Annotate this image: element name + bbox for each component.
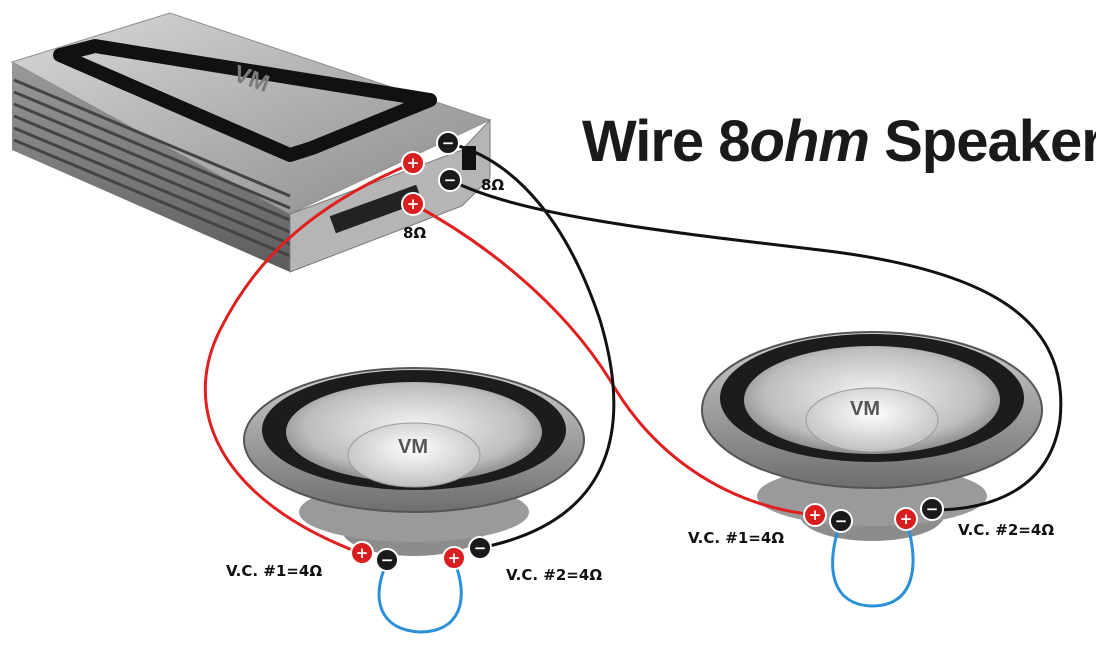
jumper-wire-left-speaker	[377, 558, 463, 634]
negative-wire-amp-to-left-speaker	[446, 141, 616, 550]
right-speaker-vc1-label: V.C. #1=4Ω	[688, 529, 785, 547]
amp-negative-terminal-2: −	[438, 168, 462, 192]
right-speaker-vc1-positive-terminal: +	[803, 503, 827, 527]
right-speaker-vc2-label: V.C. #2=4Ω	[958, 521, 1055, 539]
left-speaker-vc1-label: V.C. #1=4Ω	[226, 562, 323, 580]
speaker-left: VM	[243, 367, 585, 556]
positive-wire-amp-to-left-speaker	[203, 161, 415, 555]
right-speaker-vc2-negative-terminal: −	[920, 497, 944, 521]
svg-text:−: −	[442, 134, 455, 152]
svg-text:−: −	[474, 539, 487, 557]
amp-channel-impedance-left: 8Ω	[403, 224, 427, 242]
title-emphasis: ohm	[749, 109, 870, 174]
title-prefix: Wire 8	[582, 109, 751, 174]
svg-text:+: +	[809, 506, 822, 524]
amplifier-control-strip	[329, 184, 423, 234]
amp-channel-impedance-right: 8Ω	[481, 176, 505, 194]
speaker-right: VM	[701, 331, 1043, 541]
amp-negative-terminal-1: −	[436, 131, 460, 155]
terminals: + − − + + − + − + − + −	[350, 131, 944, 572]
jumper-wire-right-speaker	[831, 518, 915, 608]
title-suffix: Speaker	[868, 109, 1096, 174]
svg-text:−: −	[381, 551, 394, 569]
left-speaker-vc2-positive-terminal: +	[442, 546, 466, 570]
wires	[203, 141, 1063, 634]
speaker-left-logo: VM	[398, 436, 428, 458]
amp-positive-terminal-2: +	[401, 192, 425, 216]
svg-text:−: −	[835, 512, 848, 530]
negative-wire-amp-to-right-speaker	[448, 178, 1063, 512]
left-speaker-vc1-negative-terminal: −	[375, 548, 399, 572]
svg-text:−: −	[926, 500, 939, 518]
left-speaker-vc2-negative-terminal: −	[468, 536, 492, 560]
amplifier: VM	[10, 12, 492, 273]
amp-positive-terminal-1: +	[401, 151, 425, 175]
diagram-title: Wire 8ohm Speaker	[582, 108, 1096, 175]
svg-text:+: +	[448, 549, 461, 567]
svg-text:−: −	[444, 171, 457, 189]
right-speaker-vc2-positive-terminal: +	[894, 507, 918, 531]
speaker-left-dust-cap	[347, 422, 481, 488]
svg-text:+: +	[356, 544, 369, 562]
amplifier-fins	[13, 78, 291, 258]
speaker-right-dust-cap	[805, 387, 939, 453]
svg-text:+: +	[900, 510, 913, 528]
svg-text:+: +	[407, 154, 420, 172]
amplifier-stripe	[53, 39, 437, 162]
positive-wire-amp-to-right-speaker	[411, 202, 817, 517]
right-speaker-vc1-negative-terminal: −	[829, 509, 853, 533]
svg-text:+: +	[407, 195, 420, 213]
left-speaker-vc1-positive-terminal: +	[350, 541, 374, 565]
left-speaker-vc2-label: V.C. #2=4Ω	[506, 566, 603, 584]
speaker-right-logo: VM	[850, 398, 880, 420]
